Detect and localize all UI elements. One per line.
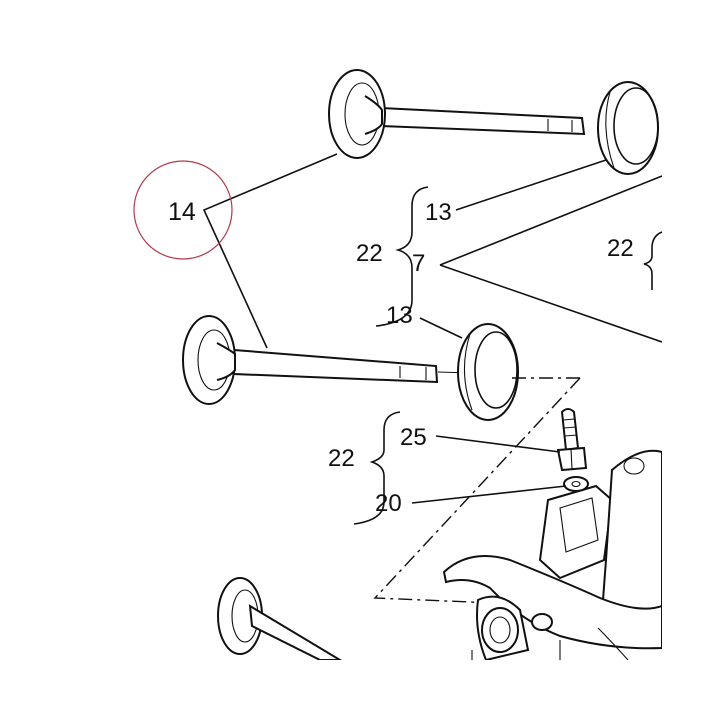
label-22-right: 22 xyxy=(607,235,634,262)
fitting-nipple[interactable] xyxy=(556,408,588,472)
callout-labels: 14 13 22 7 22 13 25 22 20 xyxy=(168,198,634,517)
label-20: 20 xyxy=(375,490,402,517)
bottom-valve-partial[interactable] xyxy=(217,577,342,660)
washer[interactable] xyxy=(563,476,589,492)
highlight-circle xyxy=(133,160,233,260)
label-22-low: 22 xyxy=(328,445,355,472)
leader-lines xyxy=(202,153,662,504)
label-7: 7 xyxy=(412,250,425,277)
label-22-top: 22 xyxy=(356,240,383,267)
label-25: 25 xyxy=(400,424,427,451)
upper-valve[interactable] xyxy=(328,69,586,159)
lower-valve-seat-ring[interactable] xyxy=(457,323,519,421)
upper-valve-seat-ring[interactable] xyxy=(597,81,659,175)
braces xyxy=(353,186,663,525)
label-14: 14 xyxy=(168,198,196,226)
label-13-mid: 13 xyxy=(386,302,413,329)
label-13-top: 13 xyxy=(425,199,452,226)
cylinder-head-casting[interactable] xyxy=(442,449,662,660)
lower-valve[interactable] xyxy=(182,315,471,405)
